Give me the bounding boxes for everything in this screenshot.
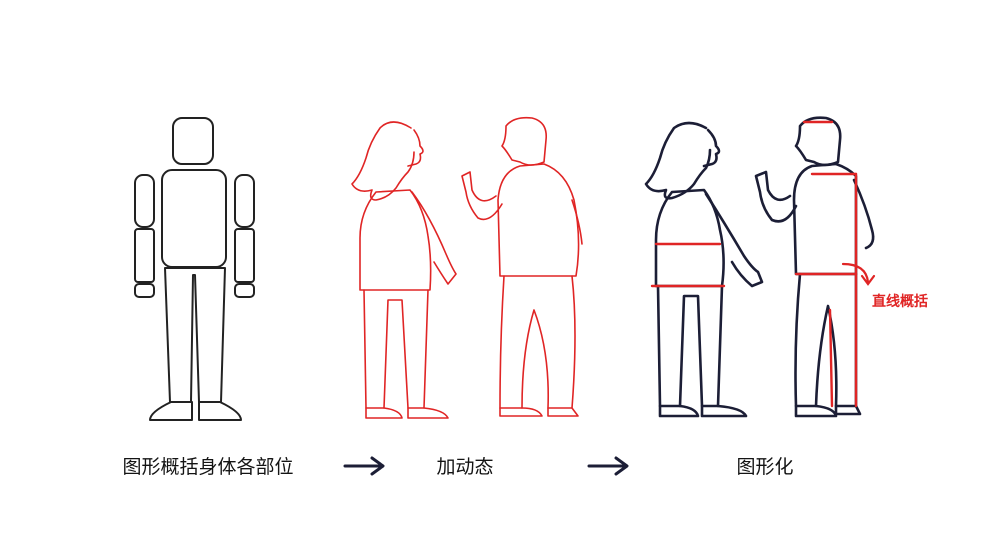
sketch-woman-arm (411, 191, 457, 285)
sketch-man-torso (497, 163, 580, 277)
right-arrow-icon (343, 456, 385, 476)
graphic-woman-feet (658, 404, 748, 418)
graphic-man-torso (792, 162, 858, 276)
graphic-man-right-arm (852, 178, 875, 250)
mannequin-right-forearm (234, 228, 255, 283)
mannequin-left-upper-arm (134, 174, 155, 228)
sketch-man-right-arm (571, 199, 583, 245)
sketch-man-head (501, 116, 548, 166)
graphic-man-legs (794, 272, 858, 408)
right-arrow-icon (587, 456, 629, 476)
graphic-figures (644, 116, 875, 418)
sketch-woman-feet (365, 407, 449, 419)
annotation-straight-lines: 直线概括 (872, 294, 928, 310)
graphic-man-feet (794, 404, 862, 418)
mannequin-left-foot (149, 401, 193, 421)
step-label-dynamic: 加动态 (436, 456, 494, 478)
sketch-woman-torso (359, 189, 432, 291)
mannequin-right-foot (198, 401, 242, 421)
sketch-woman-legs (363, 289, 429, 409)
sketch-woman-hair (351, 121, 415, 201)
sketch-man-raised-arm (461, 171, 503, 221)
sketch-woman-face (407, 129, 424, 167)
graphic-woman-arm (704, 192, 764, 288)
curved-arrow-icon (841, 262, 876, 286)
mannequin-left-hand (134, 283, 155, 298)
mannequin-legs (164, 267, 226, 403)
mannequin-right-hand (234, 283, 255, 298)
sketch-man-feet (499, 407, 579, 417)
step-label-outline: 图形概括身体各部位 (122, 456, 294, 478)
sketch-man-legs (499, 275, 576, 409)
graphic-woman-legs (656, 284, 724, 408)
graphic-woman-hair (644, 121, 712, 200)
graphic-man-raised-arm (754, 170, 798, 223)
dynamic-sketch-figures (351, 116, 583, 419)
straight-line-guides (650, 120, 858, 408)
graphic-woman-face (702, 128, 721, 168)
mannequin-head (172, 117, 214, 165)
mannequin-torso (161, 169, 227, 268)
step-label-graphic: 图形化 (736, 456, 794, 478)
mannequin-left-forearm (134, 228, 155, 283)
mannequin-right-upper-arm (234, 174, 255, 228)
mannequin-figure (134, 117, 255, 421)
graphic-man-head (794, 116, 842, 167)
